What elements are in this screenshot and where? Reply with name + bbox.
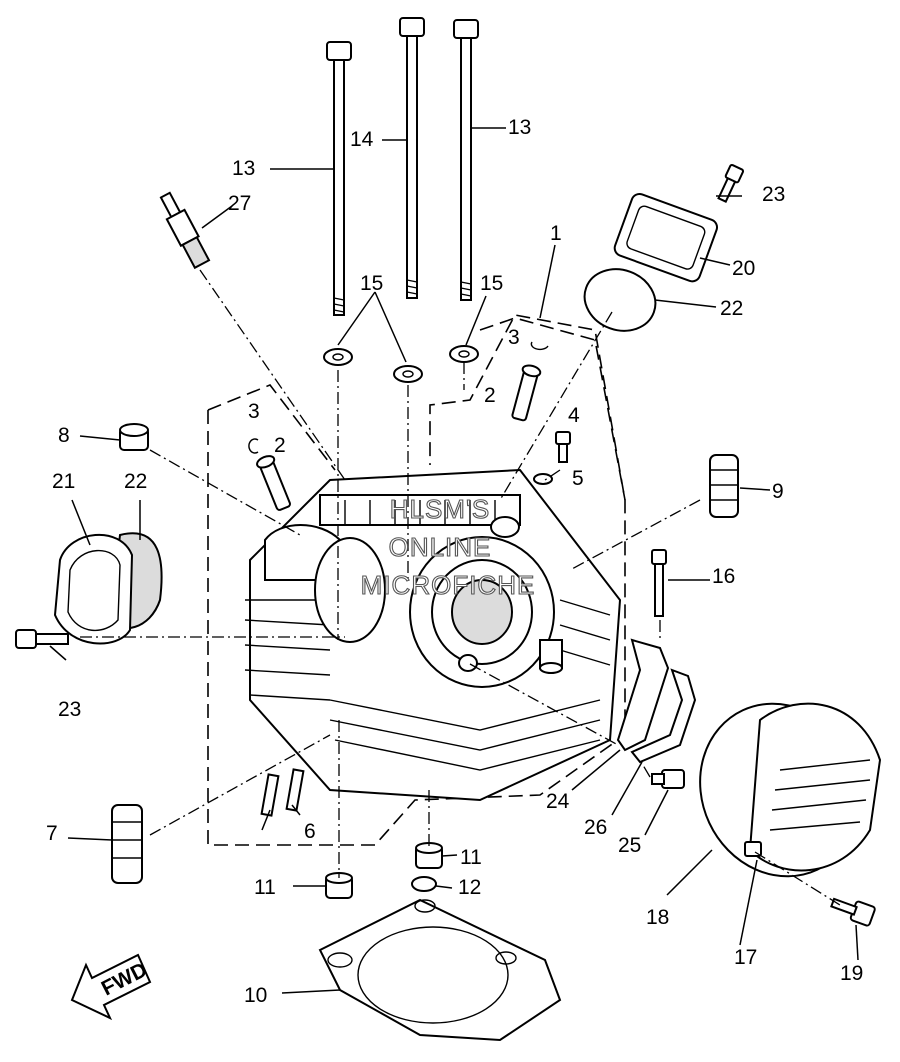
callout-label-2: 2 — [274, 434, 286, 457]
cam-cover-18 — [699, 702, 882, 878]
callout-label-15: 15 — [360, 272, 383, 295]
washer-15-b — [393, 365, 423, 383]
washer-15-c — [449, 345, 479, 363]
callout-label-23: 23 — [58, 698, 81, 721]
washer-5 — [533, 473, 553, 485]
bolt-13-right — [453, 19, 479, 301]
head-gasket-10 — [318, 898, 562, 1042]
assembly-outline-left — [207, 314, 626, 846]
tappet-cover-20 — [613, 192, 719, 283]
bolt-23-right — [717, 163, 745, 203]
valve-guide-2-left — [256, 455, 291, 511]
side-cover-21 — [53, 532, 163, 645]
callout-label-24: 24 — [546, 790, 570, 813]
bolt-14 — [399, 17, 425, 299]
callout-label-22: 22 — [720, 297, 743, 320]
callout-label-4: 4 — [568, 404, 580, 427]
callout-label-21: 21 — [52, 470, 75, 493]
gasket-26 — [630, 668, 697, 764]
callout-label-27: 27 — [228, 192, 251, 215]
callout-label-22: 22 — [124, 470, 147, 493]
dowel-8 — [119, 423, 149, 451]
callout-label-26: 26 — [584, 816, 607, 839]
watermark-line-3: MICROFICHE — [361, 570, 536, 600]
callout-label-19: 19 — [840, 962, 863, 985]
callout-label-23: 23 — [762, 183, 785, 206]
callout-label-18: 18 — [646, 906, 669, 929]
callout-label-11: 11 — [460, 846, 482, 869]
fwd-arrow-icon: FWD — [70, 953, 152, 1021]
washer-12 — [411, 876, 437, 892]
dowel-7 — [111, 804, 143, 884]
stud-6 — [260, 768, 305, 817]
callout-label-6: 6 — [304, 820, 316, 843]
valve-guide-2-right — [511, 364, 542, 422]
callout-label-10: 10 — [244, 984, 267, 1007]
callout-label-15: 15 — [480, 272, 503, 295]
clip-3-right — [530, 341, 549, 351]
callout-label-25: 25 — [618, 834, 641, 857]
bolt-16 — [651, 549, 667, 617]
gasket-24 — [616, 638, 670, 752]
washer-15-a — [323, 348, 353, 366]
callout-label-3: 3 — [508, 326, 520, 349]
callout-label-12: 12 — [458, 876, 481, 899]
callout-label-3: 3 — [248, 400, 260, 423]
bolt-25 — [651, 769, 685, 789]
callout-label-14: 14 — [350, 128, 374, 151]
callout-label-17: 17 — [734, 946, 757, 969]
leader-lines — [49, 127, 859, 994]
dowel-9 — [709, 454, 739, 518]
dowel-11-left — [325, 872, 353, 899]
callout-label-1: 1 — [550, 222, 562, 245]
watermark-line-1: HLSM'S — [390, 494, 491, 524]
callout-label-13: 13 — [232, 157, 255, 180]
cylinder-head — [244, 468, 622, 802]
callout-label-5: 5 — [572, 467, 584, 490]
callout-label-16: 16 — [712, 565, 735, 588]
bolt-19 — [830, 897, 876, 927]
spark-plug-27 — [159, 191, 211, 270]
callout-label-2: 2 — [484, 384, 496, 407]
callout-label-20: 20 — [732, 257, 755, 280]
bolt-23-left — [15, 629, 69, 649]
callout-label-7: 7 — [46, 822, 58, 845]
callout-label-11: 11 — [254, 876, 276, 899]
gasket-22-right — [583, 268, 657, 332]
callout-label-9: 9 — [772, 480, 784, 503]
alignment-lines — [80, 269, 841, 906]
callout-label-8: 8 — [58, 424, 70, 447]
dowel-11-right — [415, 842, 443, 869]
callout-label-13: 13 — [508, 116, 531, 139]
bolt-4 — [555, 431, 571, 463]
assembly-outline-valve — [479, 317, 626, 501]
bolt-13-left — [326, 41, 352, 316]
watermark-line-2: ONLINE — [389, 532, 492, 562]
clip-3-left — [248, 438, 259, 454]
